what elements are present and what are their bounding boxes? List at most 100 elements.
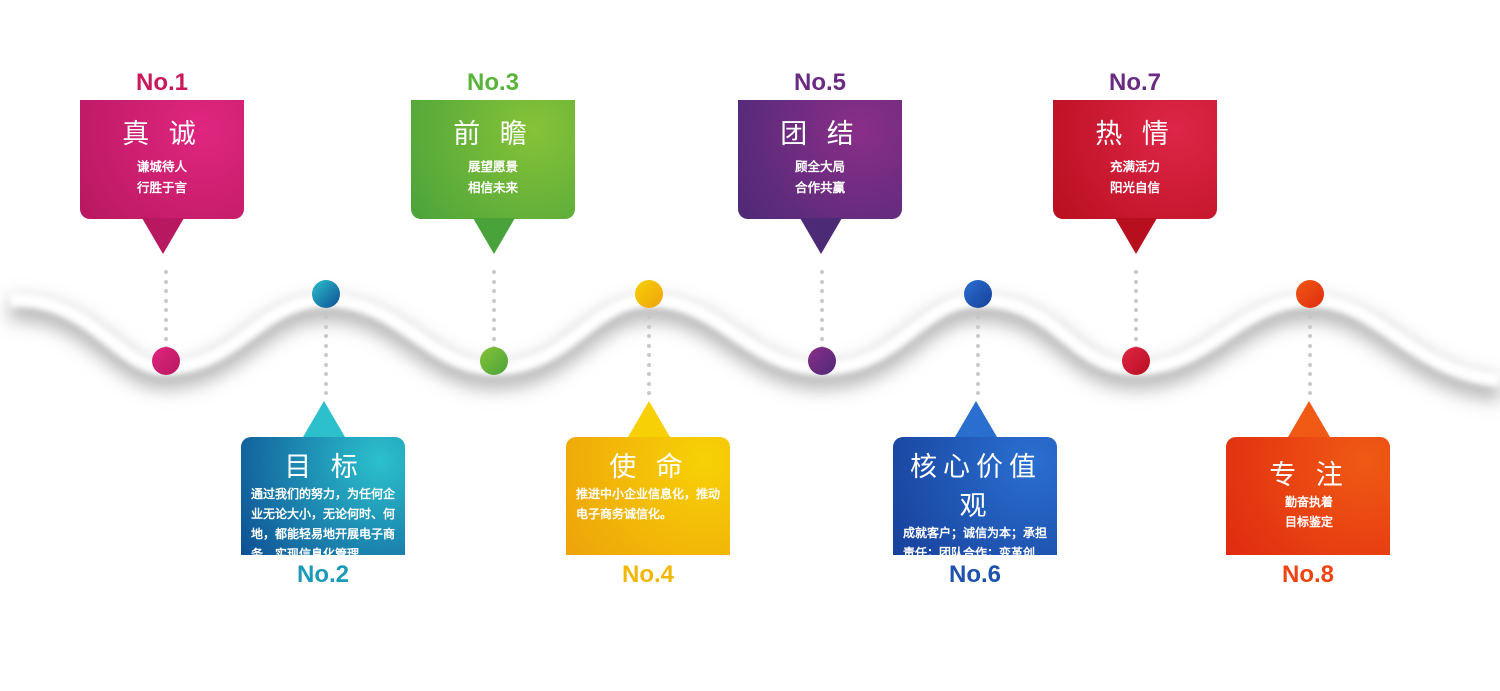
card-description: 谦城待人 bbox=[136, 160, 187, 174]
connector-dot bbox=[647, 362, 651, 367]
pointer-down-icon bbox=[142, 218, 184, 254]
connector-dot bbox=[324, 315, 328, 319]
connector-dot bbox=[1308, 381, 1312, 386]
pointer-up-icon bbox=[955, 401, 997, 437]
connector-dot bbox=[647, 315, 651, 319]
pointer-down-icon bbox=[473, 218, 515, 254]
timeline-node-3 bbox=[480, 347, 508, 375]
connector-dots bbox=[492, 270, 496, 356]
connector-dot bbox=[324, 372, 328, 376]
timeline-node-1 bbox=[152, 347, 180, 375]
card-description: 相信未来 bbox=[467, 181, 518, 195]
card-body: 使 命推进中小企业信息化，推动电子商务诚信化。 bbox=[566, 437, 730, 555]
card-body: 热 情充满活力阳光自信 bbox=[1053, 100, 1217, 219]
connector-dot bbox=[492, 289, 496, 293]
connector-dot bbox=[976, 315, 980, 319]
connector-dot bbox=[492, 279, 496, 284]
connector-dot bbox=[324, 324, 328, 329]
connector-dot bbox=[1308, 362, 1312, 367]
connector-dot bbox=[820, 317, 824, 322]
connector-dot bbox=[492, 317, 496, 322]
connector-dot bbox=[976, 362, 980, 367]
connector-dots bbox=[1134, 270, 1138, 356]
connector-dots bbox=[976, 315, 980, 401]
card-description: 展望愿景 bbox=[467, 160, 518, 174]
timeline-node-6 bbox=[964, 280, 992, 308]
value-card-6: 核心价值观成就客户；诚信为本；承担责任；团队合作；变革创新；共赢成长。No.6 bbox=[893, 401, 1065, 603]
connector-dot bbox=[1134, 308, 1138, 312]
connector-dot bbox=[164, 327, 168, 331]
card-body: 前 瞻展望愿景相信未来 bbox=[411, 100, 575, 219]
connector-dot bbox=[1308, 391, 1312, 395]
timeline-node-2 bbox=[312, 280, 340, 308]
timeline-node-4 bbox=[635, 280, 663, 308]
card-body: 专 注勤奋执着目标鉴定 bbox=[1226, 437, 1390, 555]
card-body: 核心价值观成就客户；诚信为本；承担责任；团队合作；变革创新；共赢成长。 bbox=[893, 437, 1057, 580]
connector-dot bbox=[820, 279, 824, 284]
timeline-node-5 bbox=[808, 347, 836, 375]
connector-dot bbox=[820, 270, 824, 274]
connector-dot bbox=[1134, 327, 1138, 331]
card-number: No.5 bbox=[738, 66, 902, 100]
connector-dot bbox=[492, 336, 496, 341]
wave-highlight bbox=[9, 292, 1500, 387]
connector-dot bbox=[1134, 336, 1138, 341]
card-description: 充满活力 bbox=[1109, 160, 1160, 174]
card-title: 真 诚 bbox=[122, 119, 202, 149]
connector-dot bbox=[492, 308, 496, 312]
connector-dot bbox=[820, 336, 824, 341]
card-number: No.3 bbox=[411, 66, 575, 100]
connector-dot bbox=[820, 327, 824, 331]
card-description: 合作共赢 bbox=[794, 181, 845, 195]
card-description: 顾全大局 bbox=[794, 160, 845, 174]
connector-dot bbox=[164, 298, 168, 303]
connector-dot bbox=[1308, 343, 1312, 348]
card-title: 目 标 bbox=[284, 452, 364, 482]
connector-dots bbox=[164, 270, 168, 356]
connector-dots bbox=[647, 315, 651, 401]
card-number: No.2 bbox=[241, 555, 405, 595]
timeline-node-8 bbox=[1296, 280, 1324, 308]
card-description: 勤奋执着 bbox=[1284, 495, 1333, 509]
connector-dot bbox=[976, 372, 980, 376]
card-description: 推进中小企业信息化，推动电子商务诚信化。 bbox=[576, 487, 721, 521]
connector-dot bbox=[647, 391, 651, 395]
connector-dot bbox=[492, 327, 496, 331]
connector-dot bbox=[324, 334, 328, 338]
connector-dot bbox=[1308, 324, 1312, 329]
connector-dot bbox=[164, 336, 168, 341]
card-number: No.7 bbox=[1053, 66, 1217, 100]
card-body: 团 结顾全大局合作共赢 bbox=[738, 100, 902, 219]
card-body: 真 诚谦城待人行胜于言 bbox=[80, 100, 244, 219]
connector-dot bbox=[647, 324, 651, 329]
connector-dot bbox=[164, 270, 168, 274]
timeline-node-7 bbox=[1122, 347, 1150, 375]
connector-dot bbox=[492, 298, 496, 303]
card-number: No.6 bbox=[893, 555, 1057, 595]
card-number: No.4 bbox=[566, 555, 730, 595]
connector-dots bbox=[1308, 315, 1312, 401]
connector-dot bbox=[164, 308, 168, 312]
connector-dots bbox=[820, 270, 824, 356]
connector-dot bbox=[647, 381, 651, 386]
connector-dot bbox=[324, 362, 328, 367]
card-title: 使 命 bbox=[609, 452, 689, 482]
card-description: 阳光自信 bbox=[1109, 181, 1160, 195]
value-card-2: 目 标通过我们的努力，为任何企业无论大小，无论何时、何地，都能轻易地开展电子商务… bbox=[241, 401, 413, 603]
connector-dot bbox=[647, 334, 651, 338]
connector-dots bbox=[324, 315, 328, 401]
pointer-down-icon bbox=[1115, 218, 1157, 254]
connector-dot bbox=[1308, 372, 1312, 376]
card-description: 通过我们的努力，为任何企业无论大小，无论何时、何地，都能轻易地开展电子商务、实现… bbox=[251, 487, 396, 561]
connector-dot bbox=[1134, 270, 1138, 274]
connector-dot bbox=[164, 289, 168, 293]
connector-dot bbox=[976, 334, 980, 338]
connector-dot bbox=[1134, 289, 1138, 293]
card-description: 目标鉴定 bbox=[1284, 515, 1333, 529]
connector-dot bbox=[820, 308, 824, 312]
pointer-down-icon bbox=[800, 218, 842, 254]
connector-dot bbox=[976, 391, 980, 395]
